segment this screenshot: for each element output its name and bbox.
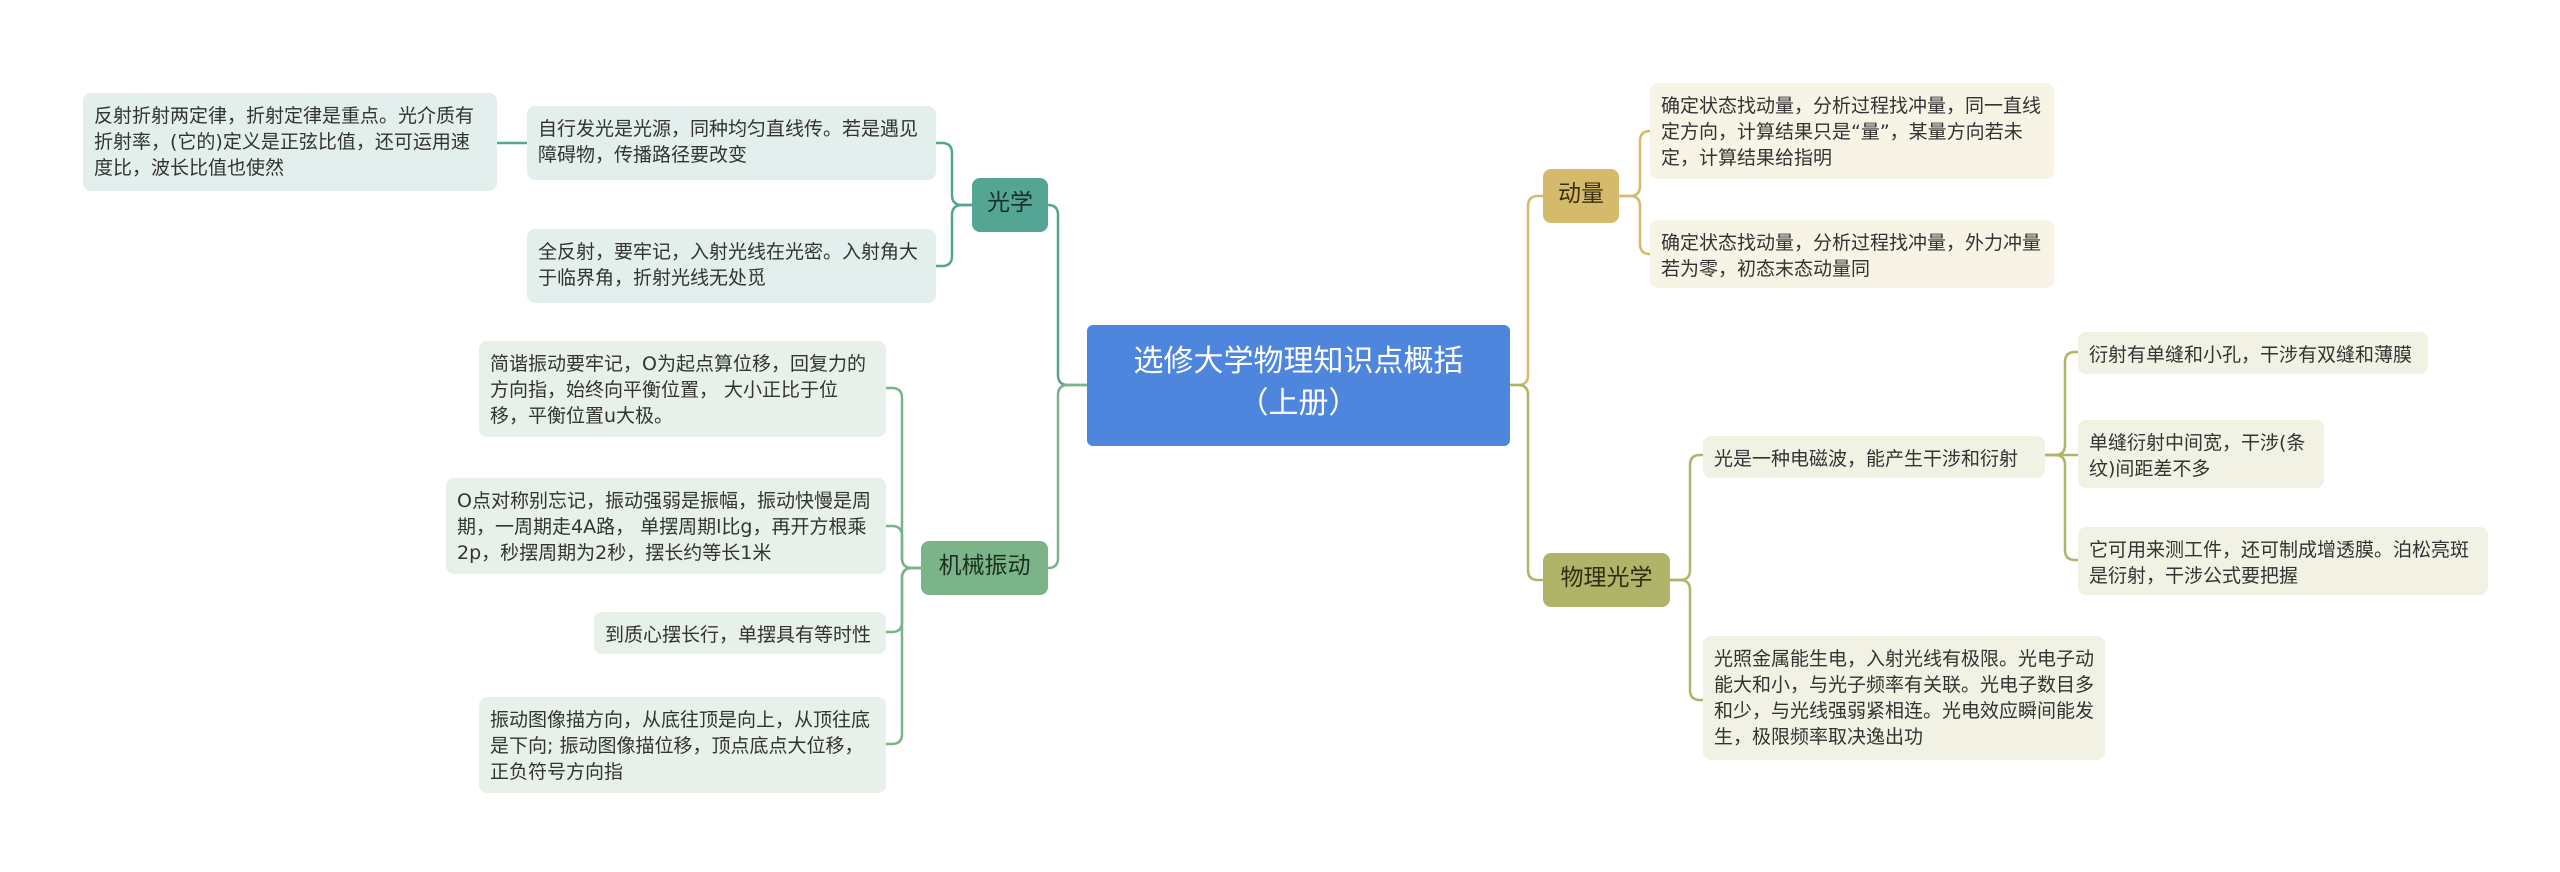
physical-optics-sub-leaf-single-slit[interactable]: 单缝衍射中间宽，干涉(条纹)间距差不多 <box>2078 420 2324 488</box>
link-mom-leaf1 <box>1619 129 1651 198</box>
branch-physical-optics[interactable]: 物理光学 <box>1543 553 1670 607</box>
link-vib-leaf1 <box>886 386 921 570</box>
momentum-leaf-direction[interactable]: 确定状态找动量，分析过程找冲量，同一直线定方向，计算结果只是“量”，某量方向若未… <box>1650 83 2054 179</box>
link-mom-leaf2 <box>1619 194 1651 256</box>
link-vib-leaf4 <box>886 566 921 746</box>
momentum-leaf-conservation[interactable]: 确定状态找动量，分析过程找冲量，外力冲量若为零，初态末态动量同 <box>1650 220 2054 288</box>
link-vib-leaf3 <box>886 566 921 634</box>
vibration-leaf-graph[interactable]: 振动图像描方向，从底往顶是向上，从顶往底是下向; 振动图像描位移，顶点底点大位移… <box>479 697 886 793</box>
branch-optics[interactable]: 光学 <box>972 178 1048 232</box>
vibration-leaf-simple-harmonic[interactable]: 简谐振动要牢记，O为起点算位移，回复力的方向指，始终向平衡位置， 大小正比于位移… <box>479 341 886 437</box>
physical-optics-leaf-photoelectric[interactable]: 光照金属能生电，入射光线有极限。光电子动能大和小，与光子频率有关联。光电子数目多… <box>1703 636 2105 760</box>
branch-momentum[interactable]: 动量 <box>1543 169 1619 223</box>
optics-sub-leaf-refraction[interactable]: 反射折射两定律，折射定律是重点。光介质有折射率，(它的)定义是正弦比值，还可运用… <box>83 93 497 191</box>
root-topic[interactable]: 选修大学物理知识点概括 （上册） <box>1087 325 1510 446</box>
link-phys-sub3 <box>2045 453 2078 562</box>
link-root-vibration <box>1047 383 1087 570</box>
link-root-optics <box>1047 203 1087 387</box>
branch-mechanical-vibration[interactable]: 机械振动 <box>921 541 1048 595</box>
root-title-line1: 选修大学物理知识点概括 <box>1133 344 1464 379</box>
link-optics-leaf1 <box>936 141 972 207</box>
link-phys-leaf1 <box>1670 453 1703 582</box>
link-root-momentum <box>1510 194 1543 387</box>
link-vib-leaf2 <box>886 524 921 570</box>
optics-leaf-light-source[interactable]: 自行发光是光源，同种均匀直线传。若是遇见障碍物，传播路径要改变 <box>527 106 936 180</box>
link-phys-leaf2 <box>1670 578 1703 702</box>
vibration-leaf-amplitude-period[interactable]: O点对称别忘记，振动强弱是振幅，振动快慢是周期，一周期走4A路， 单摆周期l比g… <box>446 478 886 574</box>
vibration-leaf-pendulum[interactable]: 到质心摆长行，单摆具有等时性 <box>594 612 886 654</box>
physical-optics-sub-leaf-applications[interactable]: 它可用来测工件，还可制成增透膜。泊松亮斑是衍射，干涉公式要把握 <box>2078 527 2488 595</box>
physical-optics-leaf-em-wave[interactable]: 光是一种电磁波，能产生干涉和衍射 <box>1703 436 2045 478</box>
link-optics-leaf2 <box>936 203 972 268</box>
optics-leaf-total-reflection[interactable]: 全反射，要牢记，入射光线在光密。入射角大于临界角，折射光线无处觅 <box>527 229 936 303</box>
link-phys-sub1 <box>2045 350 2078 457</box>
link-root-physical <box>1510 383 1543 582</box>
physical-optics-sub-leaf-diffraction[interactable]: 衍射有单缝和小孔，干涉有双缝和薄膜 <box>2078 332 2428 374</box>
root-title-line2: （上册） <box>1238 386 1359 421</box>
